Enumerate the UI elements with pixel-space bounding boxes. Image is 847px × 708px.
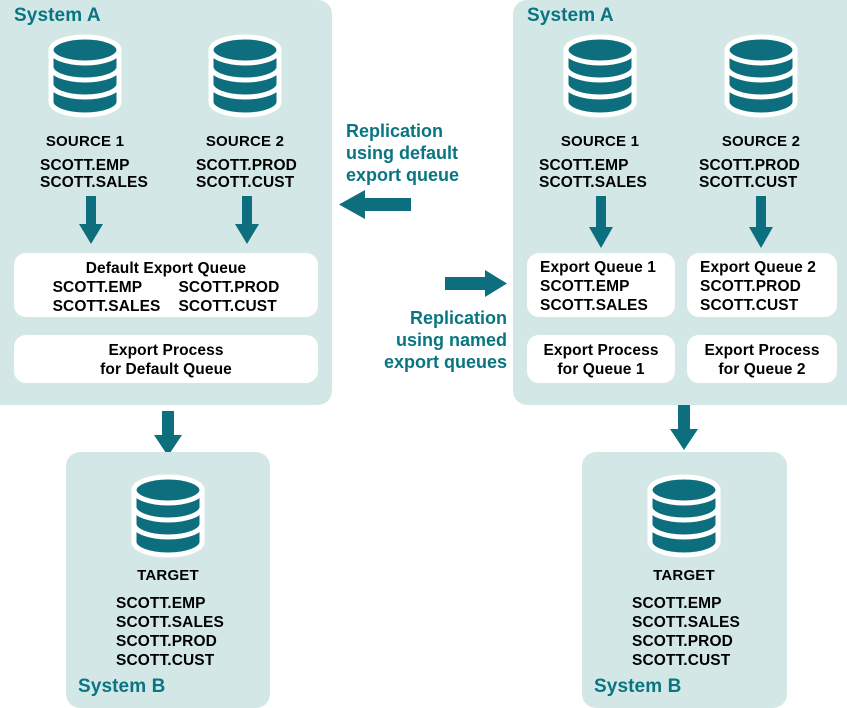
- export-queue-1-table-1: SCOTT.EMP: [540, 278, 630, 295]
- left-target-table-1: SCOTT.EMP: [116, 595, 206, 612]
- left-to-system-b-arrow-icon: [151, 411, 185, 457]
- left-source-1-database-icon: [46, 30, 124, 122]
- default-queue-col2-table-2: SCOTT.CUST: [178, 298, 277, 315]
- right-system-a-label: System A: [527, 5, 614, 26]
- left-target-database-icon: [129, 470, 207, 562]
- export-queue-1-box: Export Queue 1 SCOTT.EMP SCOTT.SALES: [527, 253, 675, 317]
- left-target-name: TARGET: [137, 567, 199, 584]
- export-process-1-line-1: Export Process: [543, 342, 659, 359]
- right-target-name: TARGET: [653, 567, 715, 584]
- default-export-process-line-1: Export Process: [108, 342, 224, 359]
- left-source-1-table-1: SCOTT.EMP: [40, 157, 130, 174]
- replication-named-line-1: Replication: [409, 308, 507, 328]
- left-source-2-table-1: SCOTT.PROD: [196, 157, 297, 174]
- left-target-tables: SCOTT.EMP SCOTT.SALES SCOTT.PROD SCOTT.C…: [116, 594, 224, 670]
- export-process-1-box: Export Process for Queue 1: [527, 335, 675, 383]
- left-source-2-tables: SCOTT.PROD SCOTT.CUST: [196, 157, 297, 191]
- right-source-2-name: SOURCE 2: [721, 133, 801, 150]
- arrow-left-icon: [339, 190, 411, 220]
- export-queue-2-title: Export Queue 2: [700, 259, 816, 276]
- right-target-table-3: SCOTT.PROD: [632, 633, 733, 650]
- right-source-1-down-arrow-icon: [586, 196, 616, 250]
- right-target-table-2: SCOTT.SALES: [632, 614, 740, 631]
- export-queue-1-title: Export Queue 1: [540, 259, 656, 276]
- right-source-2-down-arrow-icon: [746, 196, 776, 250]
- replication-named-line-2: using named: [395, 330, 507, 350]
- right-source-2-table-2: SCOTT.CUST: [699, 174, 798, 191]
- default-export-queue-box: Default Export Queue SCOTT.EMP SCOTT.SAL…: [14, 253, 318, 317]
- right-source-1-table-2: SCOTT.SALES: [539, 174, 647, 191]
- right-target-table-4: SCOTT.CUST: [632, 652, 731, 669]
- replication-default-line-1: Replication: [346, 121, 444, 141]
- right-target-table-1: SCOTT.EMP: [632, 595, 722, 612]
- export-queue-2-box: Export Queue 2 SCOTT.PROD SCOTT.CUST: [687, 253, 837, 317]
- left-source-1-tables: SCOTT.EMP SCOTT.SALES: [40, 157, 148, 191]
- default-queue-col1-table-2: SCOTT.SALES: [52, 298, 161, 315]
- replication-default-line-2: using default: [346, 143, 458, 163]
- right-source-1-name: SOURCE 1: [560, 133, 640, 150]
- right-source-2-table-1: SCOTT.PROD: [699, 157, 800, 174]
- arrow-right-icon: [445, 270, 507, 298]
- right-source-1-table-1: SCOTT.EMP: [539, 157, 629, 174]
- left-target-table-4: SCOTT.CUST: [116, 652, 215, 669]
- replication-default-caption: Replication using default export queue: [346, 120, 459, 186]
- default-export-queue-column-2: SCOTT.PROD SCOTT.CUST: [178, 278, 279, 316]
- export-queue-2-table-1: SCOTT.PROD: [700, 278, 801, 295]
- export-queue-2-table-2: SCOTT.CUST: [700, 297, 799, 314]
- default-export-process-line-2: for Default Queue: [100, 361, 232, 378]
- replication-default-line-3: export queue: [346, 165, 460, 185]
- left-source-2-database-icon: [206, 30, 284, 122]
- replication-named-line-3: export queues: [383, 352, 507, 372]
- left-system-a-label: System A: [14, 5, 101, 26]
- default-export-queue-column-1: SCOTT.EMP SCOTT.SALES: [53, 278, 161, 316]
- export-process-2-line-1: Export Process: [704, 342, 820, 359]
- default-queue-col1-table-1: SCOTT.EMP: [52, 279, 143, 296]
- right-to-system-b-arrow-icon: [667, 405, 701, 451]
- right-source-2-tables: SCOTT.PROD SCOTT.CUST: [699, 157, 800, 191]
- right-source-1-database-icon: [561, 30, 639, 122]
- left-source-1-table-2: SCOTT.SALES: [40, 174, 148, 191]
- left-system-b-label: System B: [78, 676, 166, 697]
- export-process-2-line-2: for Queue 2: [718, 361, 806, 378]
- left-source-2-table-2: SCOTT.CUST: [196, 174, 295, 191]
- left-source-1-down-arrow-icon: [76, 196, 106, 246]
- export-process-2-box: Export Process for Queue 2: [687, 335, 837, 383]
- right-source-2-database-icon: [722, 30, 800, 122]
- left-target-table-2: SCOTT.SALES: [116, 614, 224, 631]
- right-target-database-icon: [645, 470, 723, 562]
- replication-named-caption: Replication using named export queues: [318, 307, 507, 373]
- default-queue-col2-table-1: SCOTT.PROD: [178, 279, 280, 296]
- default-export-process-box: Export Process for Default Queue: [14, 335, 318, 383]
- export-process-1-line-2: for Queue 1: [557, 361, 645, 378]
- default-export-queue-title: Default Export Queue: [85, 260, 247, 277]
- left-source-1-name: SOURCE 1: [45, 133, 125, 150]
- right-target-tables: SCOTT.EMP SCOTT.SALES SCOTT.PROD SCOTT.C…: [632, 594, 740, 670]
- right-system-b-label: System B: [594, 676, 682, 697]
- left-source-2-name: SOURCE 2: [205, 133, 285, 150]
- left-target-table-3: SCOTT.PROD: [116, 633, 217, 650]
- left-source-2-down-arrow-icon: [232, 196, 262, 246]
- right-source-1-tables: SCOTT.EMP SCOTT.SALES: [539, 157, 647, 191]
- export-queue-1-table-2: SCOTT.SALES: [540, 297, 648, 314]
